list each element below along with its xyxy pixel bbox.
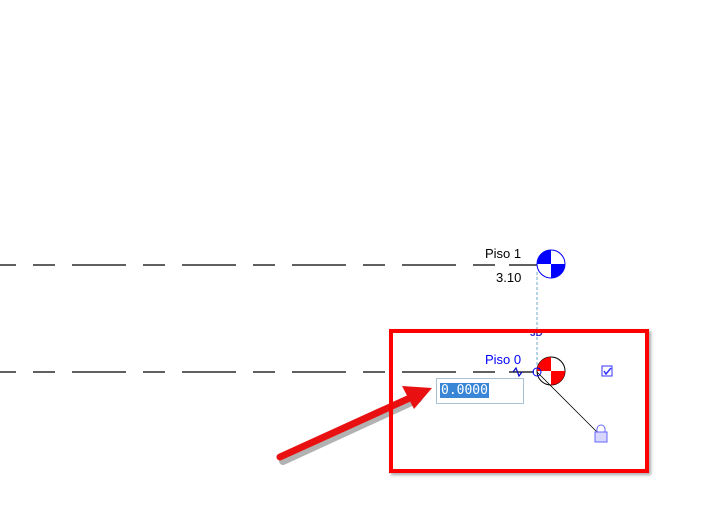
level-name-piso-0[interactable]: Piso 0: [485, 352, 522, 367]
level-head-piso-0[interactable]: [536, 356, 566, 386]
level-head-piso-1[interactable]: [536, 249, 566, 279]
lock-leader: [536, 371, 598, 433]
drag-handle-icon[interactable]: [532, 367, 542, 377]
checkbox-icon[interactable]: [601, 365, 613, 377]
lock-icon[interactable]: [594, 424, 608, 443]
break-line-icon[interactable]: [512, 366, 523, 378]
level-elevation-piso-1[interactable]: 3.10: [496, 270, 522, 285]
elevation-input-value: 0.0000: [440, 383, 489, 398]
highlight-box: [389, 329, 649, 473]
level-name-piso-1[interactable]: Piso 1: [485, 246, 522, 261]
3d-tag[interactable]: 3D: [530, 328, 543, 339]
elevation-input[interactable]: 0.0000: [436, 378, 524, 404]
